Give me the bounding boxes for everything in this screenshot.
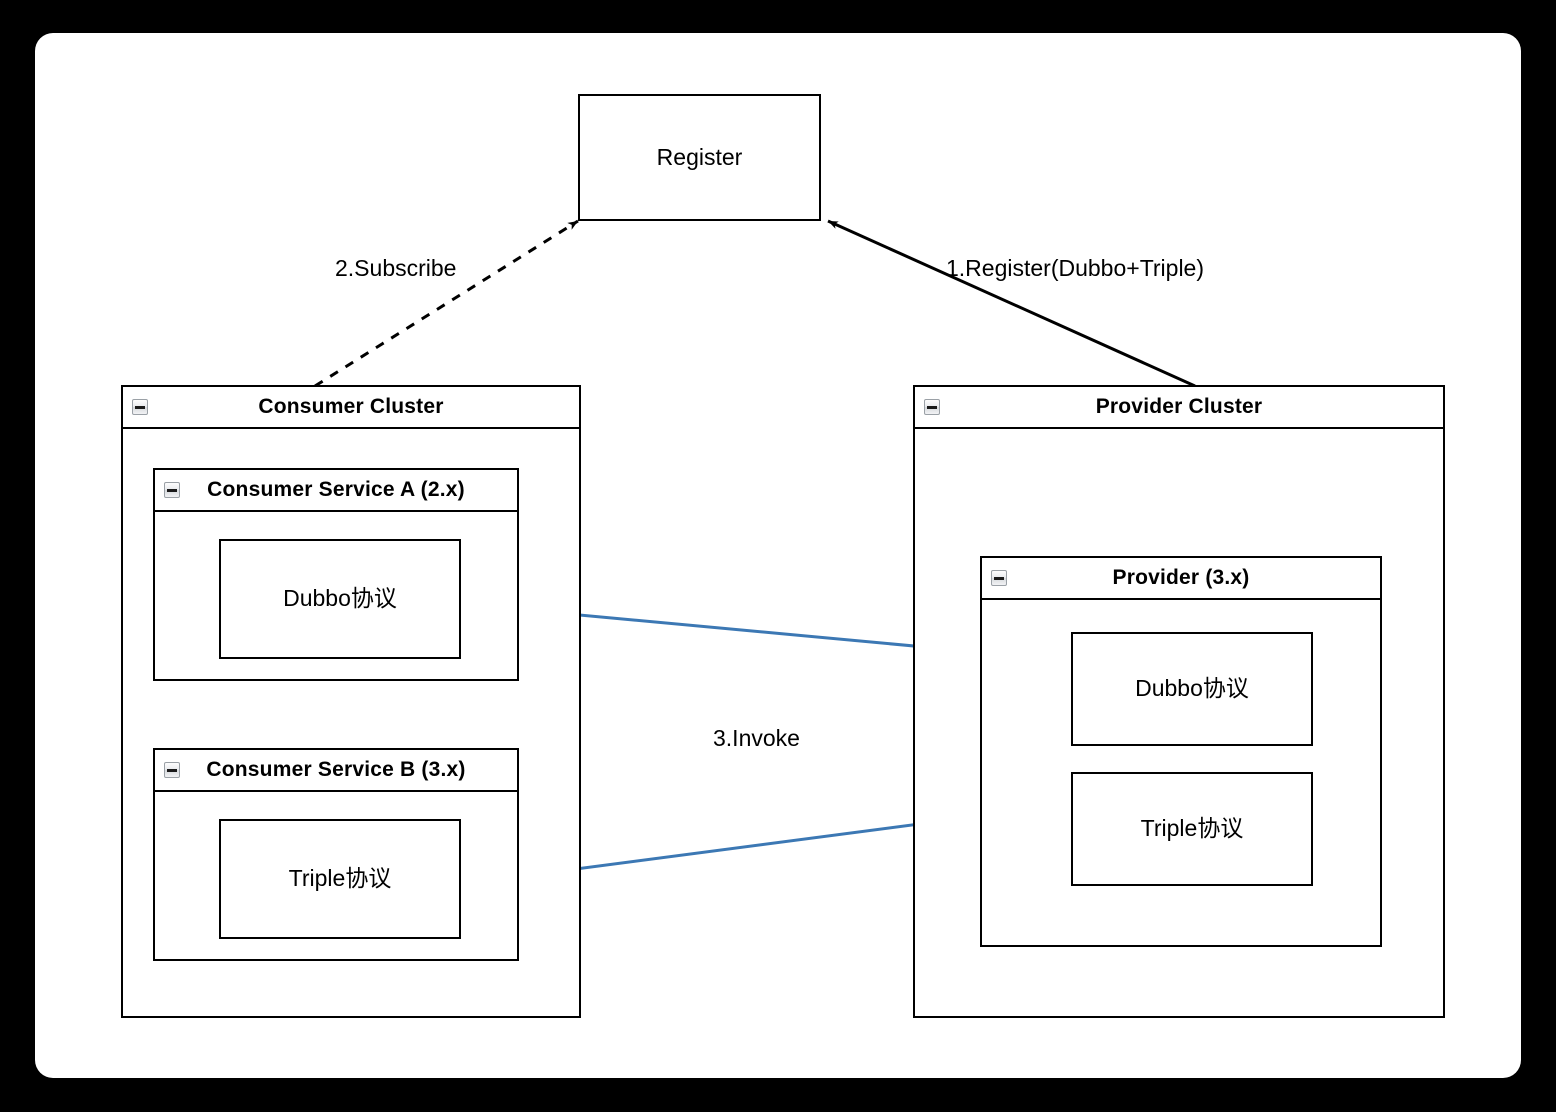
consumer-service-a-package[interactable]: Consumer Service A (2.x) Dubbo协议	[153, 468, 519, 681]
register-label: Register	[656, 143, 743, 170]
register-edge-label: 1.Register(Dubbo+Triple)	[946, 255, 1205, 281]
provider-cluster-header[interactable]: Provider Cluster	[915, 387, 1443, 429]
consumer-service-a-title: Consumer Service A (2.x)	[207, 478, 465, 501]
collapse-minus-icon[interactable]	[164, 482, 180, 498]
consumer-cluster-title: Consumer Cluster	[258, 395, 444, 418]
provider-cluster-title: Provider Cluster	[1095, 395, 1263, 418]
subscribe-edge-label: 2.Subscribe	[335, 255, 457, 281]
provider-cluster-package[interactable]: Provider Cluster Provider (3.x) Dubbo协议 …	[913, 385, 1445, 1018]
consumer-cluster-package[interactable]: Consumer Cluster Consumer Service A (2.x…	[121, 385, 581, 1018]
provider-protocol-box-dubbo[interactable]: Dubbo协议	[1071, 632, 1313, 746]
provider-package[interactable]: Provider (3.x) Dubbo协议 Triple协议	[980, 556, 1382, 947]
collapse-minus-icon[interactable]	[924, 399, 940, 415]
consumer-service-b-header[interactable]: Consumer Service B (3.x)	[155, 750, 517, 792]
consumer-cluster-header[interactable]: Consumer Cluster	[123, 387, 579, 429]
consumer-b-protocol-label: Triple协议	[288, 865, 392, 892]
consumer-b-protocol-box[interactable]: Triple协议	[219, 819, 461, 939]
collapse-minus-icon[interactable]	[132, 399, 148, 415]
register-box[interactable]: Register	[578, 94, 821, 221]
invoke-edge-label: 3.Invoke	[713, 725, 800, 751]
provider-protocol-label-triple: Triple协议	[1140, 815, 1244, 842]
diagram-canvas: Register 2.Subscribe 1.Register(Dubbo+Tr…	[35, 33, 1521, 1078]
subscribe-connector	[314, 219, 579, 388]
provider-protocol-label-dubbo: Dubbo协议	[1135, 675, 1249, 702]
register-connector	[827, 219, 1196, 388]
collapse-minus-icon[interactable]	[991, 570, 1007, 586]
consumer-service-a-header[interactable]: Consumer Service A (2.x)	[155, 470, 517, 512]
provider-header[interactable]: Provider (3.x)	[982, 558, 1380, 600]
provider-title: Provider (3.x)	[1112, 566, 1250, 589]
collapse-minus-icon[interactable]	[164, 762, 180, 778]
consumer-service-b-package[interactable]: Consumer Service B (3.x) Triple协议	[153, 748, 519, 961]
consumer-a-protocol-box[interactable]: Dubbo协议	[219, 539, 461, 659]
consumer-a-protocol-label: Dubbo协议	[283, 585, 397, 612]
consumer-service-b-title: Consumer Service B (3.x)	[206, 758, 466, 781]
provider-protocol-box-triple[interactable]: Triple协议	[1071, 772, 1313, 886]
